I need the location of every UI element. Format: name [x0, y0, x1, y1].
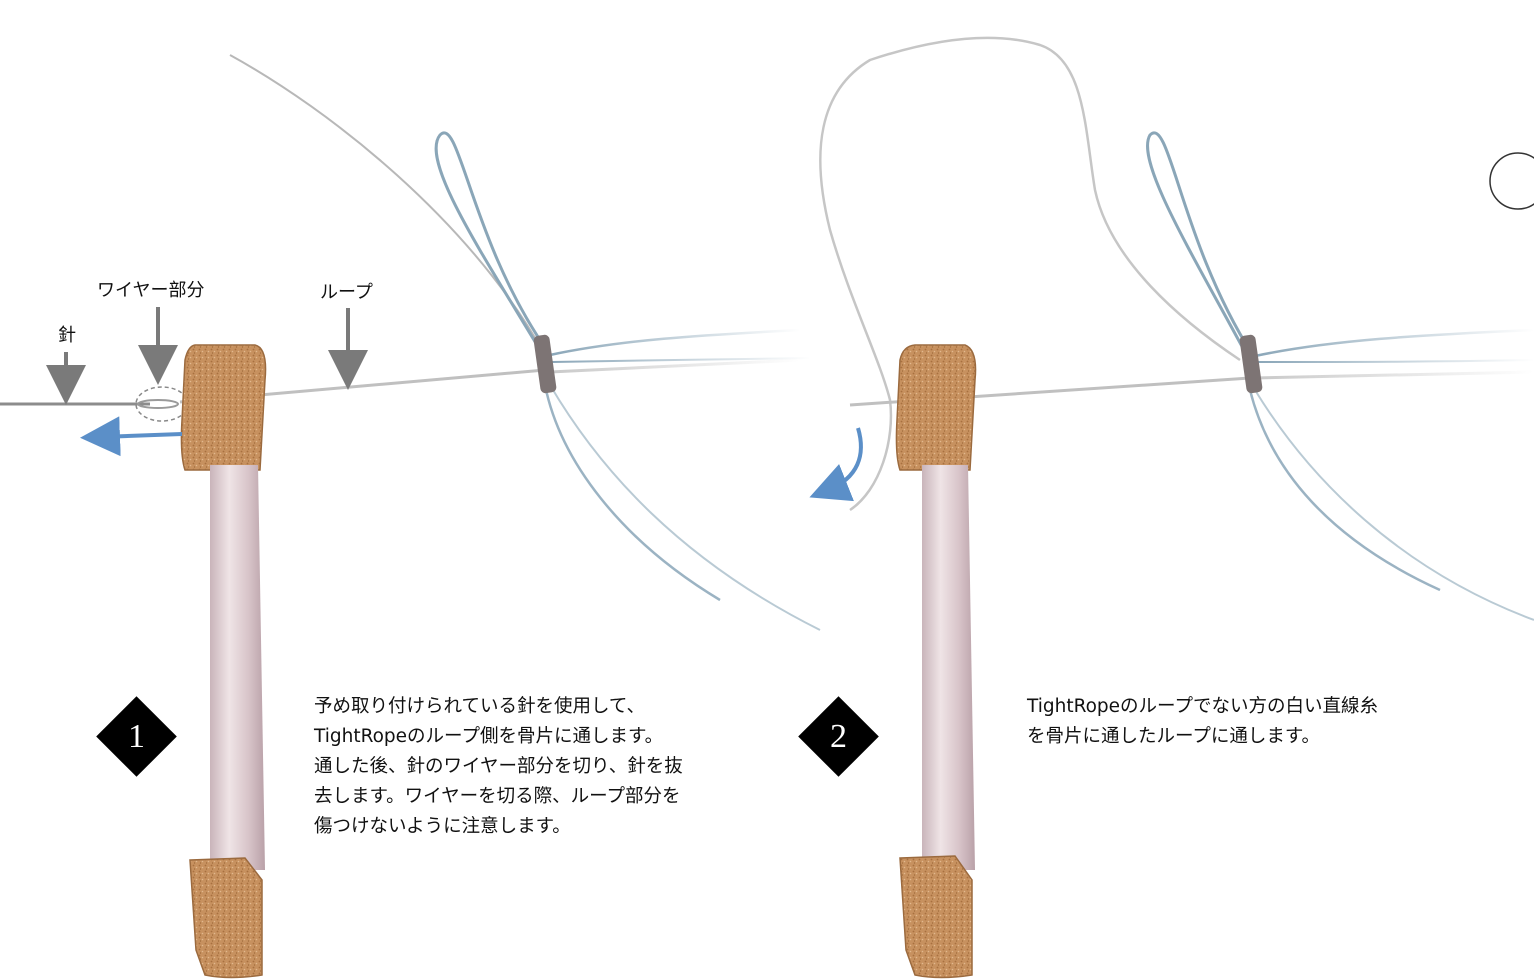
wire-eyelet [137, 399, 179, 409]
diagonal-suture-1 [229, 54, 546, 356]
panel-1 [0, 54, 821, 979]
blue-strand-right-1a [549, 328, 801, 357]
bone-fragment-1 [180, 344, 267, 979]
pull-direction-arrow [80, 416, 183, 457]
needle-label: 針 [58, 325, 76, 346]
blue-strand-down-1a [543, 384, 721, 602]
edge-circle [1489, 152, 1534, 210]
loop-upper-1 [434, 131, 550, 353]
suture-right-2 [1254, 370, 1534, 380]
panel-2 [809, 36, 1534, 979]
step-2-text: TightRopeのループでない方の白い直線糸 を骨片に通したループに通します。 [1027, 696, 1378, 747]
curved-pull-arrow [809, 427, 863, 502]
step-1-number: 1 [128, 718, 145, 755]
suture-right-1 [549, 358, 801, 374]
blue-strand-down-2b [1254, 389, 1534, 621]
loop-upper-2 [1146, 131, 1254, 355]
step-1-text: 予め取り付けられている針を使用して、 TightRopeのループ側を骨片に通しま… [314, 696, 683, 837]
button-2 [1239, 334, 1263, 394]
step-2-badge: 2 [798, 696, 879, 777]
blue-strand-down-1b [549, 384, 821, 631]
wire-part-label: ワイヤー部分 [97, 280, 205, 301]
white-strand-loop-2 [819, 36, 1241, 512]
button-1 [533, 334, 557, 394]
loop-label: ループ [320, 282, 373, 303]
blue-strand-right-2b [1256, 359, 1534, 363]
blue-strand-right-1b [551, 357, 811, 363]
bone-fragment-2 [895, 344, 977, 979]
blue-strand-right-2a [1254, 328, 1534, 358]
blue-strand-down-2a [1248, 389, 1441, 592]
step-2-number: 2 [830, 718, 847, 755]
step-1-badge: 1 [96, 696, 177, 777]
